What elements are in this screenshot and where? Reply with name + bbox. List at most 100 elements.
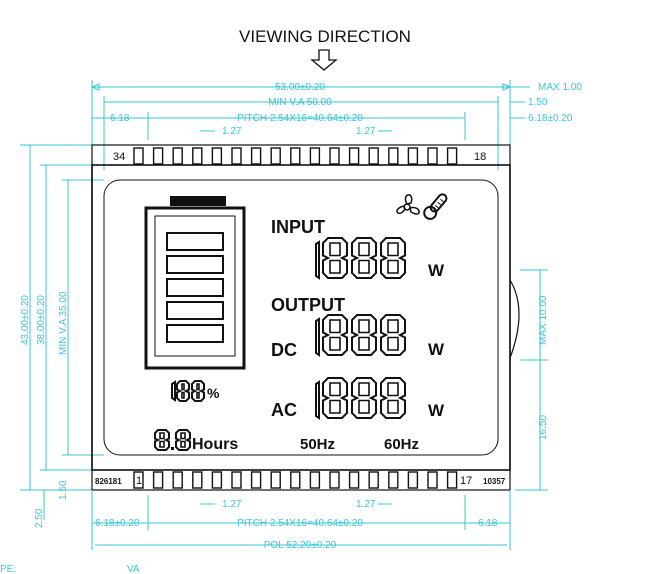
seven-seg-digit bbox=[154, 429, 170, 451]
dim-pin-gap-top-left: 1.27 bbox=[222, 126, 242, 137]
hours-digits bbox=[154, 429, 191, 451]
pin bbox=[172, 471, 183, 489]
battery-percent-digits bbox=[171, 380, 205, 402]
input-digits bbox=[315, 237, 406, 280]
hz60-label: 60Hz bbox=[384, 436, 419, 453]
pin bbox=[231, 471, 242, 489]
code-right: 10357 bbox=[483, 477, 506, 486]
pin bbox=[309, 147, 321, 165]
ac-digits bbox=[315, 377, 406, 420]
pin-label-17: 17 bbox=[460, 475, 472, 487]
seven-seg-digit bbox=[380, 314, 406, 356]
pin bbox=[329, 471, 340, 489]
dim-pitch-bottom: PITCH 2.54X16=40.64±0.20 bbox=[237, 518, 363, 529]
seven-seg-one bbox=[315, 380, 320, 420]
top-dimensions: 53.00±0.20 MIN V.A 50.00 6.18 PITCH 2.54… bbox=[90, 80, 582, 170]
output-label: OUTPUT bbox=[271, 295, 345, 315]
pin bbox=[427, 147, 438, 165]
dim-pitch-top: PITCH 2.54X16=40.64±0.20 bbox=[237, 113, 363, 124]
pin bbox=[446, 471, 458, 489]
seven-seg-digit bbox=[351, 237, 377, 279]
left-dimensions: 43.00±0.20 38.00±0.20 MIN V.A 35.00 2.50… bbox=[20, 144, 104, 528]
seven-seg-digit bbox=[191, 380, 205, 402]
dim-pin-gap-top-right: 1.27 bbox=[356, 126, 376, 137]
thermometer-icon bbox=[423, 193, 448, 220]
pin bbox=[446, 147, 458, 165]
dim-side-16-50: 16.50 bbox=[538, 415, 549, 440]
seven-seg-digit bbox=[322, 237, 348, 279]
pin bbox=[192, 147, 203, 165]
glass-outline bbox=[91, 144, 520, 491]
dim-right-offset-top: 6.18±0.20 bbox=[528, 113, 573, 124]
pin bbox=[250, 147, 262, 165]
pin bbox=[152, 471, 164, 489]
arrow-down-icon bbox=[310, 49, 338, 71]
pin bbox=[427, 471, 438, 489]
dim-min-va-height: MIN V.A 35.00 bbox=[58, 291, 69, 355]
bottom-dimensions: 1.27 1.27 6.18±0.20 PITCH 2.54X16=40.64±… bbox=[0, 490, 511, 574]
seven-seg-digit bbox=[351, 314, 377, 356]
pin bbox=[348, 147, 360, 165]
seven-seg-digit bbox=[322, 314, 348, 356]
bottom-pin-row bbox=[133, 471, 458, 489]
battery-icon bbox=[144, 196, 246, 370]
pin bbox=[388, 147, 399, 165]
pin bbox=[290, 147, 301, 165]
pin bbox=[388, 471, 399, 489]
dim-max-thickness: MAX 1.00 bbox=[538, 82, 582, 93]
dim-pin-gap-bot-right: 1.27 bbox=[356, 499, 376, 510]
pin bbox=[290, 471, 301, 489]
dim-bottom-1-50: 1.50 bbox=[58, 480, 69, 500]
dim-pol: POL 52.20±0.20 bbox=[264, 540, 337, 551]
pin bbox=[348, 471, 360, 489]
code-left: 826181 bbox=[95, 477, 122, 486]
pin bbox=[270, 471, 281, 489]
pin bbox=[270, 147, 281, 165]
seven-seg-digit bbox=[322, 377, 348, 419]
dim-side-max: MAX 10.00 bbox=[538, 295, 549, 345]
dc-label: DC bbox=[271, 340, 297, 360]
ac-label: AC bbox=[271, 400, 297, 420]
dim-right-1-50: 1.50 bbox=[528, 97, 548, 108]
dim-pin-gap-bot-left: 1.27 bbox=[222, 499, 242, 510]
seven-seg-digit bbox=[380, 237, 406, 279]
pin-label-18: 18 bbox=[474, 151, 486, 163]
seven-seg-digit bbox=[380, 377, 406, 419]
right-dimensions: MAX 10.00 16.50 bbox=[515, 269, 549, 491]
dc-digits bbox=[315, 314, 406, 357]
seven-seg-one bbox=[171, 380, 176, 402]
dim-height-38: 38.00±0.20 bbox=[36, 295, 47, 345]
dim-height-total: 43.00±0.20 bbox=[20, 295, 31, 345]
fan-icon bbox=[396, 194, 420, 215]
pin bbox=[250, 471, 262, 489]
dim-width-total: 53.00±0.20 bbox=[275, 82, 325, 93]
input-label: INPUT bbox=[271, 217, 325, 237]
pin bbox=[407, 147, 419, 165]
pin bbox=[368, 471, 379, 489]
input-unit-w: W bbox=[428, 261, 445, 280]
pin bbox=[329, 147, 340, 165]
seven-seg-one bbox=[315, 317, 320, 357]
dim-left-offset-top: 6.18 bbox=[110, 113, 130, 124]
pin bbox=[192, 471, 203, 489]
pin bbox=[133, 147, 144, 165]
pin bbox=[407, 471, 419, 489]
seven-seg-digit bbox=[351, 377, 377, 419]
seven-seg-digit bbox=[176, 380, 190, 402]
footer-left: PE: bbox=[0, 564, 16, 574]
hours-label: Hours bbox=[192, 436, 238, 453]
seven-seg-one bbox=[315, 240, 320, 280]
pin bbox=[368, 147, 379, 165]
pin bbox=[152, 147, 164, 165]
pin bbox=[172, 147, 183, 165]
dim-left-offset-bottom: 6.18±0.20 bbox=[95, 518, 140, 529]
hz50-label: 50Hz bbox=[300, 436, 335, 453]
footer-mid: VA bbox=[127, 564, 140, 574]
pin-label-1: 1 bbox=[136, 475, 142, 487]
ac-unit-w: W bbox=[428, 401, 445, 420]
top-pin-row bbox=[133, 147, 458, 165]
percent-symbol: % bbox=[207, 385, 220, 401]
dim-bottom-2-50: 2.50 bbox=[34, 508, 45, 528]
dim-right-offset-bottom: 6.18 bbox=[478, 518, 498, 529]
